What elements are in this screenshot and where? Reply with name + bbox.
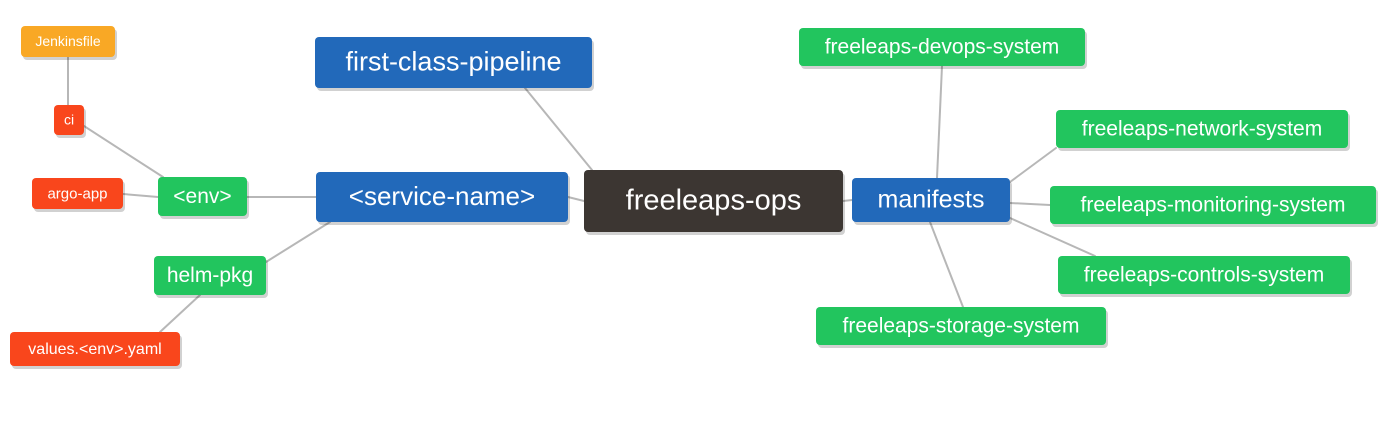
node-label-values-yaml: values.<env>.yaml [28, 341, 161, 358]
node-rect-storage-system[interactable] [816, 307, 1106, 345]
node-rect-jenkinsfile[interactable] [21, 26, 115, 57]
node-label-ci: ci [64, 112, 74, 128]
node-label-devops-system: freeleaps-devops-system [825, 36, 1060, 59]
edge-manifests-network-system [1009, 147, 1057, 183]
node-label-controls-system: freeleaps-controls-system [1084, 264, 1324, 287]
node-root[interactable]: freeleaps-ops [584, 170, 845, 235]
node-label-network-system: freeleaps-network-system [1082, 118, 1322, 141]
node-label-env: <env> [173, 185, 231, 208]
edge-layer [67, 56, 1096, 333]
edge-manifests-controls-system [1009, 217, 1096, 257]
node-controls-system[interactable]: freeleaps-controls-system [1058, 256, 1352, 297]
node-rect-devops-system[interactable] [799, 28, 1085, 66]
edge-env-ci [83, 125, 164, 178]
node-manifests[interactable]: manifests [852, 178, 1012, 225]
node-rect-helm-pkg[interactable] [154, 256, 266, 295]
node-first-class-pipeline[interactable]: first-class-pipeline [315, 37, 594, 91]
node-env[interactable]: <env> [158, 177, 249, 219]
node-label-jenkinsfile: Jenkinsfile [35, 33, 101, 49]
node-label-manifests: manifests [878, 186, 985, 214]
node-rect-first-class-pipeline[interactable] [315, 37, 592, 88]
edge-manifests-monitoring-system [1009, 202, 1051, 206]
edge-helm-pkg-values-yaml [159, 294, 201, 333]
node-label-root: freeleaps-ops [626, 185, 802, 217]
node-rect-values-yaml[interactable] [10, 332, 180, 366]
node-rect-service-name[interactable] [316, 172, 568, 222]
node-argo-app[interactable]: argo-app [32, 178, 125, 212]
node-jenkinsfile[interactable]: Jenkinsfile [21, 26, 117, 60]
edge-manifests-storage-system [929, 221, 964, 308]
edge-service-name-first-class-pipeline [524, 87, 593, 171]
node-rect-network-system[interactable] [1056, 110, 1348, 148]
node-rect-controls-system[interactable] [1058, 256, 1350, 294]
node-rect-manifests[interactable] [852, 178, 1010, 222]
node-ci[interactable]: ci [54, 105, 86, 138]
node-service-name[interactable]: <service-name> [316, 172, 570, 225]
node-rect-monitoring-system[interactable] [1050, 186, 1376, 224]
node-label-service-name: <service-name> [349, 181, 535, 211]
node-label-storage-system: freeleaps-storage-system [843, 315, 1080, 338]
edge-root-manifests [842, 199, 853, 202]
edge-service-name-helm-pkg [265, 221, 331, 263]
node-monitoring-system[interactable]: freeleaps-monitoring-system [1050, 186, 1378, 227]
node-storage-system[interactable]: freeleaps-storage-system [816, 307, 1108, 348]
node-label-first-class-pipeline: first-class-pipeline [345, 47, 561, 77]
node-rect-root[interactable] [584, 170, 843, 232]
node-values-yaml[interactable]: values.<env>.yaml [10, 332, 182, 369]
edge-root-service-name [567, 196, 585, 202]
node-label-monitoring-system: freeleaps-monitoring-system [1081, 194, 1346, 217]
node-rect-argo-app[interactable] [32, 178, 123, 209]
edge-env-argo-app [122, 193, 159, 198]
node-layer: freeleaps-ops <service-name> first-class-p… [10, 26, 1378, 369]
node-label-helm-pkg: helm-pkg [167, 264, 253, 287]
node-rect-ci[interactable] [54, 105, 84, 135]
node-network-system[interactable]: freeleaps-network-system [1056, 110, 1350, 151]
node-rect-env[interactable] [158, 177, 247, 216]
node-devops-system[interactable]: freeleaps-devops-system [799, 28, 1087, 69]
edge-manifests-devops-system [936, 65, 943, 179]
node-label-argo-app: argo-app [47, 185, 107, 202]
node-helm-pkg[interactable]: helm-pkg [154, 256, 268, 298]
